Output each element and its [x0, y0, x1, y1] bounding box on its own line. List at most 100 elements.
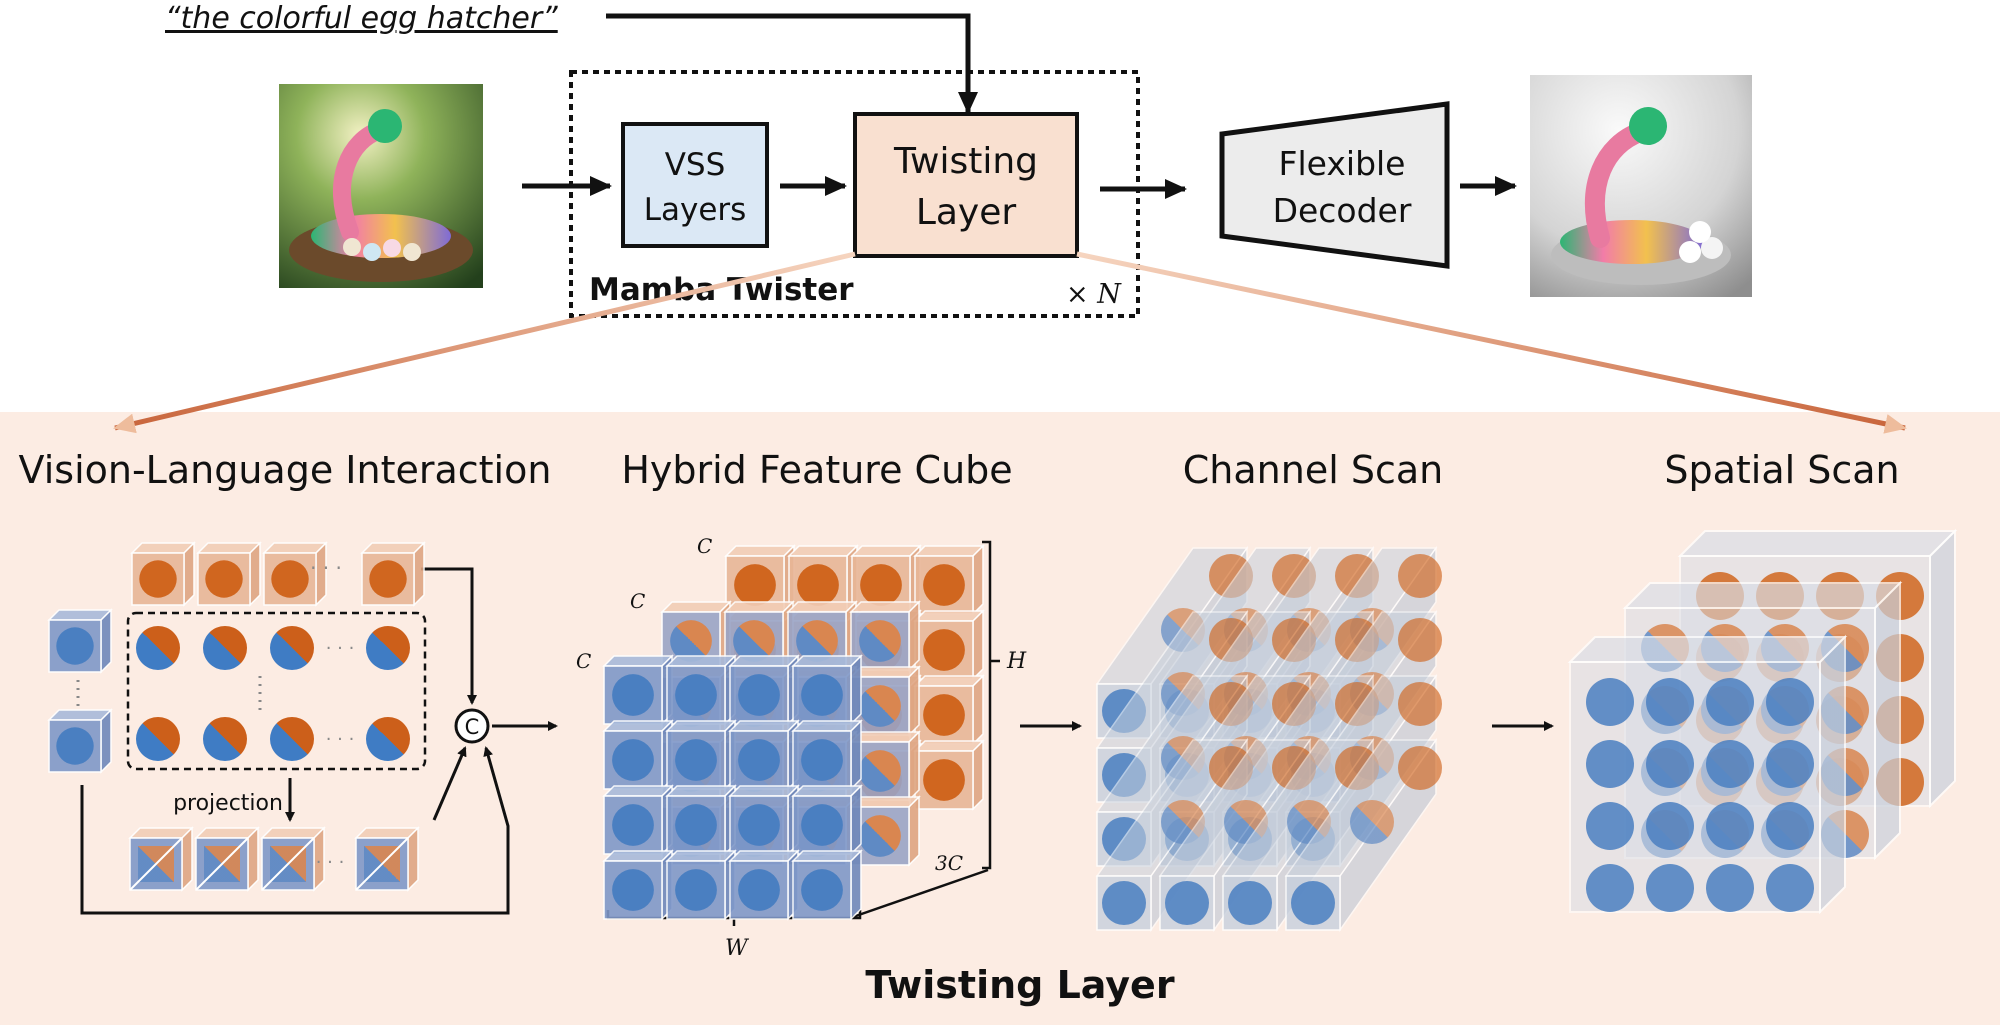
spatial-token [1646, 740, 1694, 788]
cube-token [738, 804, 780, 846]
cube-side [247, 826, 259, 892]
cube-token [859, 815, 901, 857]
h-brace [982, 540, 1000, 870]
cube-visual-layer [602, 849, 674, 921]
cube-side [972, 739, 984, 811]
cube-side [908, 665, 920, 737]
interaction-token [203, 717, 247, 761]
text-token-cube [130, 541, 196, 607]
channel-token-text [1398, 746, 1442, 790]
projected-token-diag [195, 837, 249, 891]
cube-side [972, 674, 984, 746]
cube-token [923, 694, 965, 736]
spatial-token [1766, 864, 1814, 912]
c-label-bottom: C [576, 649, 591, 673]
cube-top [787, 545, 859, 557]
cube-visual-layer [665, 654, 737, 726]
twisting-line2: Layer [916, 192, 1017, 233]
cube-token [801, 739, 843, 781]
cube-token [612, 674, 654, 716]
channel-token-visual [1165, 881, 1209, 925]
spatial-token [1586, 802, 1634, 850]
cube-top [728, 655, 800, 667]
cube-top [791, 850, 863, 862]
spatial-token [1646, 864, 1694, 912]
cube-token [612, 869, 654, 911]
cube-visual-layer [728, 654, 800, 726]
cube-token [923, 629, 965, 671]
channel-token-visual [1291, 881, 1335, 925]
cube-top [791, 655, 863, 667]
spatial-token [1766, 802, 1814, 850]
cube-text-layer [913, 739, 985, 811]
spatial-token [1646, 802, 1694, 850]
cube-token [139, 560, 177, 598]
cube-token [670, 620, 712, 662]
cube-token [675, 739, 717, 781]
cube-token [612, 739, 654, 781]
twisting-layer-box: Twisting Layer [853, 112, 1079, 258]
mamba-twister-box [569, 70, 1140, 318]
spatial-token [1586, 678, 1634, 726]
cube-visual-layer [728, 849, 800, 921]
spatial-token [1586, 740, 1634, 788]
spatial-scan-title: Spatial Scan [1664, 448, 1899, 492]
depth-line [849, 868, 989, 920]
cube-side [850, 654, 862, 726]
channel-token-visual [1102, 881, 1146, 925]
cube-top [786, 601, 858, 613]
vss-layers-box: VSS Layers [621, 122, 769, 248]
cube-top [602, 655, 674, 667]
matrix-ellipsis: · · · [326, 638, 355, 659]
expand-ray-left [113, 251, 856, 434]
cube-side [972, 609, 984, 681]
cube-visual-layer [791, 784, 863, 856]
cube-side [850, 849, 862, 921]
c-label-top: C [697, 534, 712, 558]
projected-token-diag [355, 837, 409, 891]
cube-top [728, 785, 800, 797]
interaction-token [270, 626, 314, 670]
cube-token [801, 674, 843, 716]
cube-top [665, 655, 737, 667]
cube-top [849, 601, 921, 613]
interaction-token [136, 717, 180, 761]
spatial-token [1706, 678, 1754, 726]
channel-token-text [1398, 554, 1442, 598]
cube-token [738, 739, 780, 781]
text-to-concat-arrow [421, 567, 477, 705]
cube-top [850, 545, 922, 557]
cube-token [923, 759, 965, 801]
spatial-token [1766, 678, 1814, 726]
cube-visual-layer [665, 849, 737, 921]
spatial-slab-visual [1567, 634, 1848, 915]
w-label: W [725, 936, 750, 961]
h-label: H [1006, 649, 1027, 674]
cube-top [913, 610, 985, 622]
cube-side [407, 826, 419, 892]
cube-token [860, 564, 902, 606]
projected-ellipsis: · · · [316, 852, 345, 873]
projected-token-diag [261, 837, 315, 891]
cube-token [369, 560, 407, 598]
cube-dimension-labels: C C C H W 3C [576, 534, 1027, 961]
concat-op-icon [454, 708, 490, 744]
slab-top [1622, 582, 1903, 609]
interaction-token [366, 717, 410, 761]
flexible-decoder-box: Flexible Decoder [1219, 101, 1450, 269]
cube-side [183, 541, 195, 607]
svg-text:“the colorful egg hatcher”: “the colorful egg hatcher” [165, 1, 558, 36]
cube-token [675, 869, 717, 911]
cube-top [665, 850, 737, 862]
twisting-line1: Twisting [893, 141, 1038, 182]
cube-token [56, 727, 94, 765]
decoder-line1: Flexible [1279, 144, 1406, 183]
cube-text-layer [913, 674, 985, 746]
cube-token [801, 804, 843, 846]
cube-top [728, 720, 800, 732]
slab-side [1874, 580, 1901, 861]
cube-visual-layer [791, 719, 863, 791]
cube-side [972, 544, 984, 616]
cube-token [675, 804, 717, 846]
cube-visual-layer [602, 654, 674, 726]
